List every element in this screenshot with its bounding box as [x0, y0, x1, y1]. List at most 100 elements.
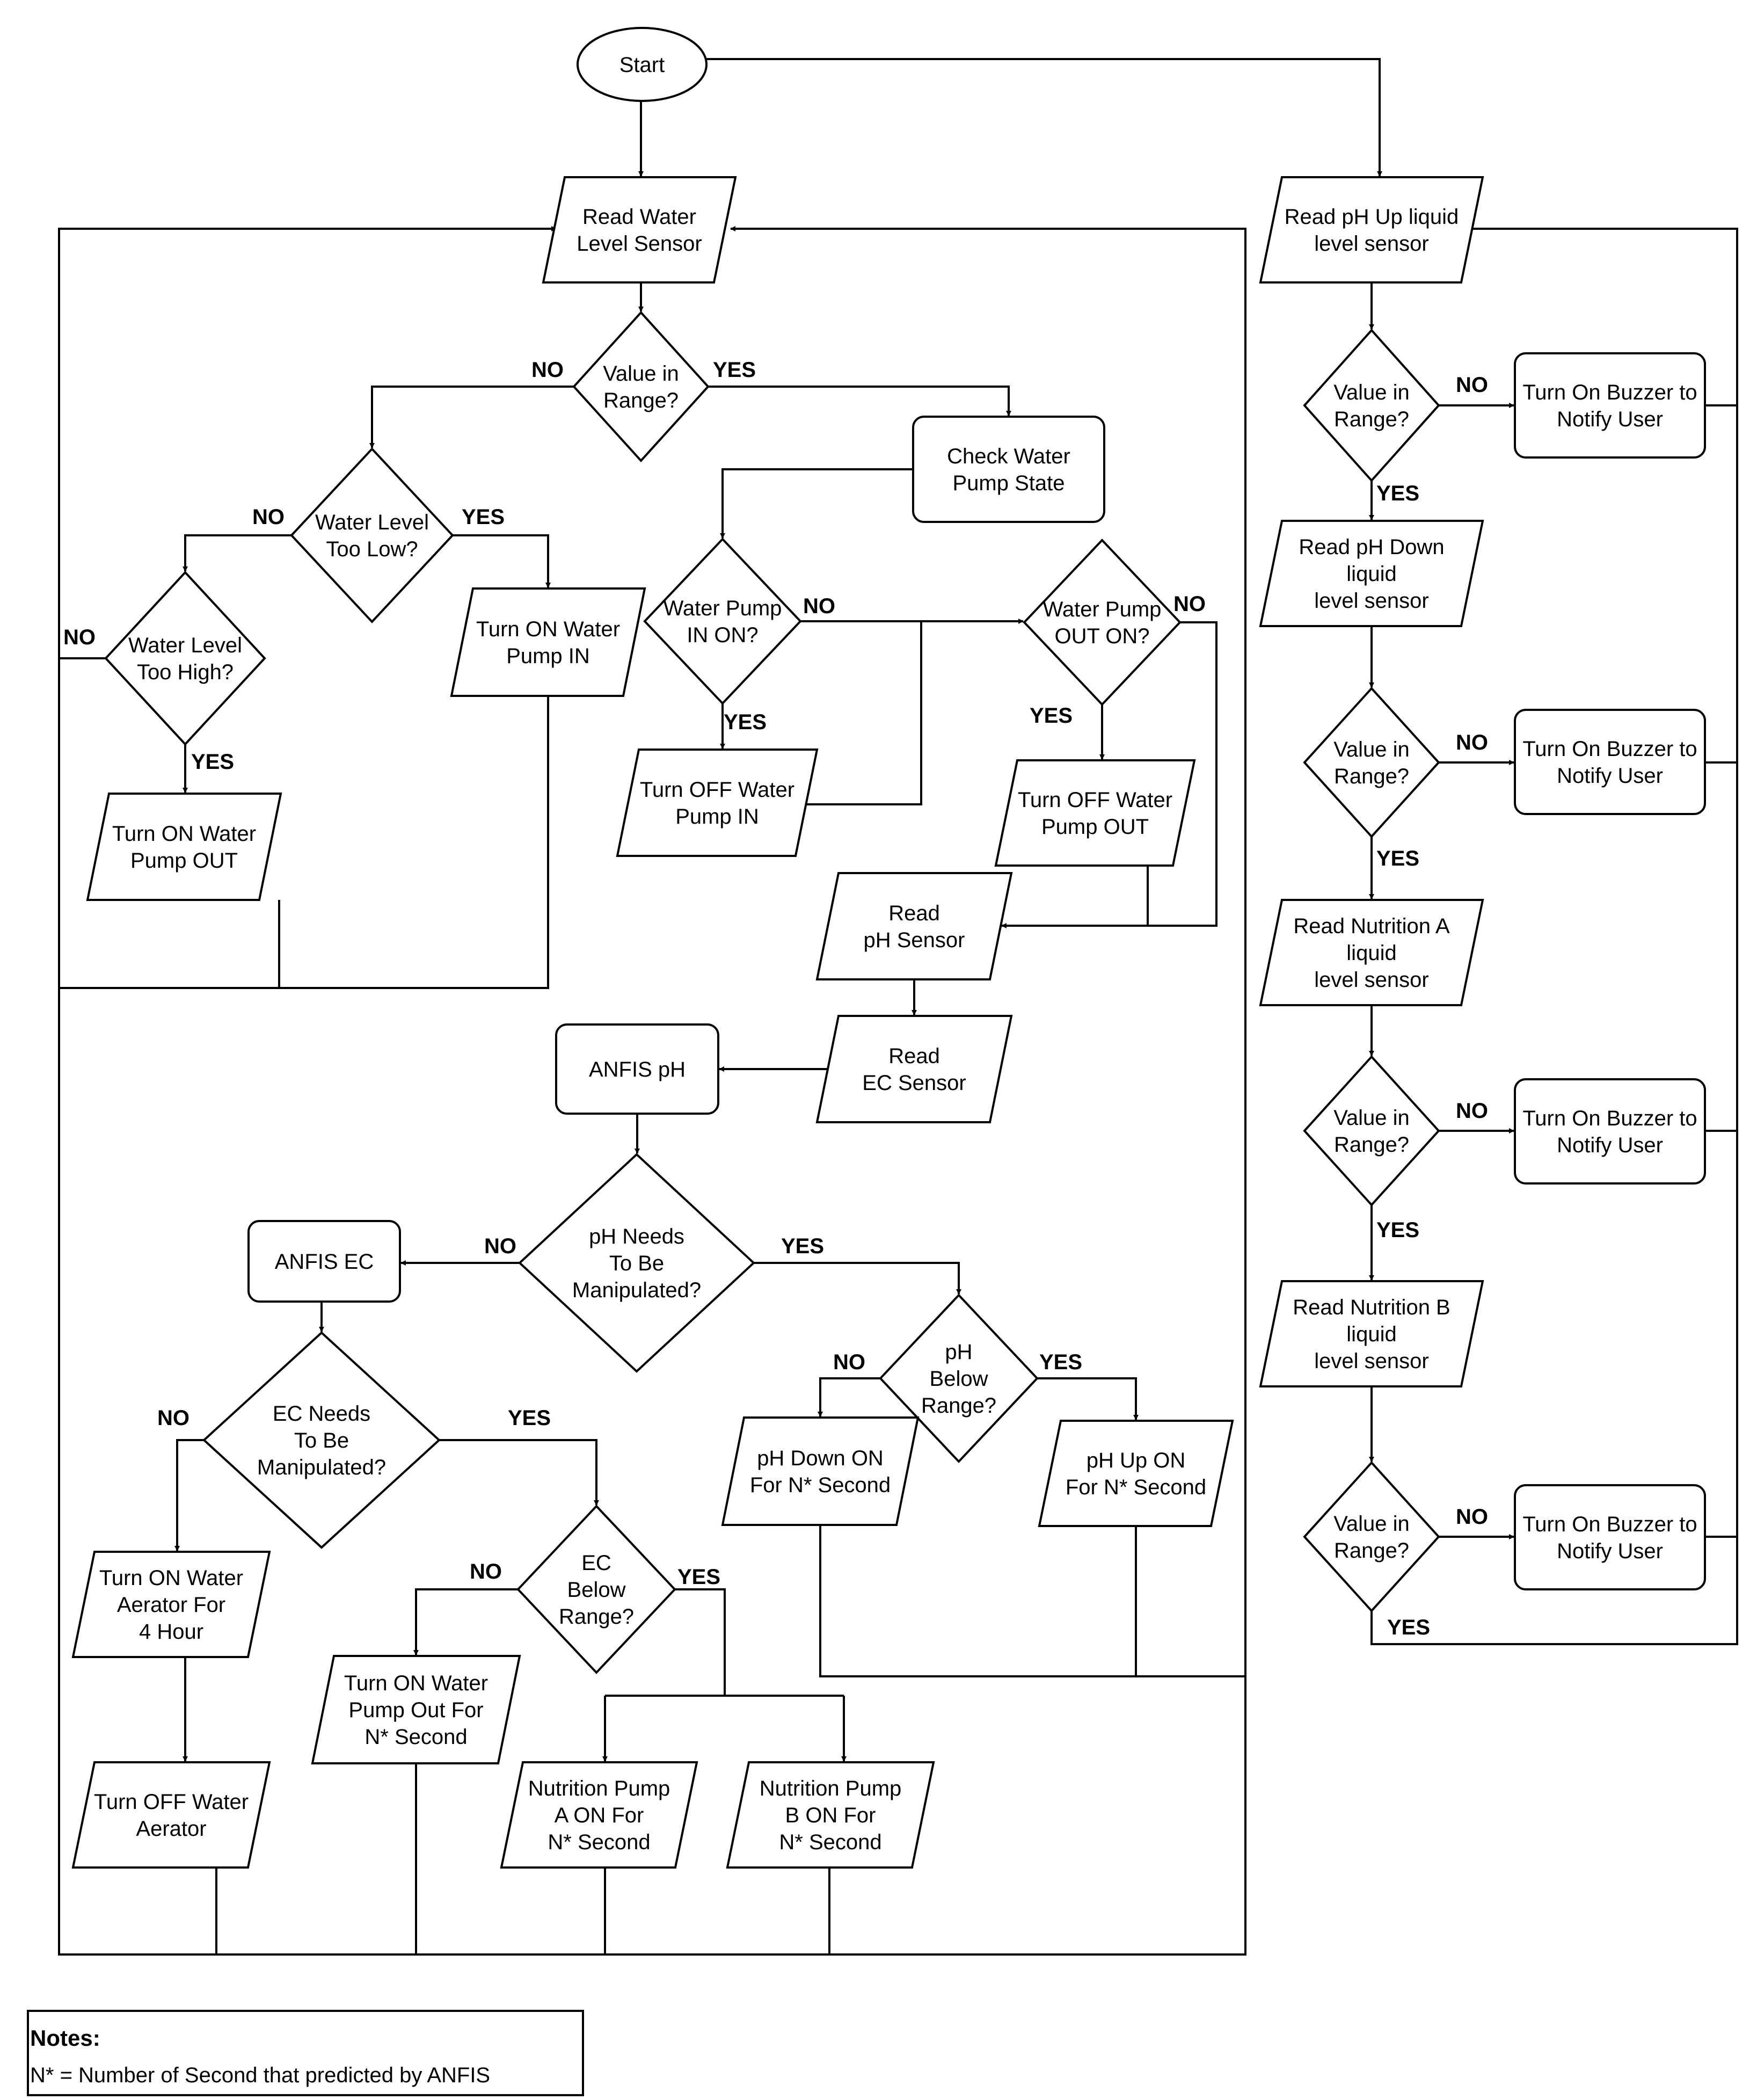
turn-off-pump-in-label-line: Pump IN	[675, 805, 759, 829]
water-level-too-high-label-line: Water Level	[128, 634, 242, 657]
turn-on-pump-out-label-line: Pump OUT	[130, 849, 238, 873]
ph-below-range-label-line: Range?	[921, 1394, 996, 1418]
yes-edge-label: YES	[724, 710, 767, 734]
read-ph-down-level-label-line: level sensor	[1314, 589, 1428, 613]
bz1-label-line: Turn On Buzzer to	[1522, 381, 1697, 404]
anfis-ph-label-line: ANFIS pH	[589, 1058, 686, 1081]
bz4-label-line: Notify User	[1557, 1539, 1663, 1563]
ph-up-on-label-line: For N* Second	[1066, 1476, 1206, 1499]
bz1-node: Turn On Buzzer to Notify User	[1514, 352, 1706, 459]
ec-needs-manip-label-line: Manipulated?	[257, 1456, 386, 1479]
notes-frame	[27, 2010, 584, 2096]
ec-below-range-label-line: EC	[581, 1551, 611, 1575]
read-nutrition-b-level-label-line: level sensor	[1314, 1349, 1428, 1373]
start-node: Start	[577, 27, 708, 102]
no-edge-label: NO	[252, 505, 285, 529]
ph-below-range-label-line: pH	[945, 1340, 972, 1364]
turn-on-pump-out-label-line: Turn ON Water	[112, 822, 256, 846]
connector-line	[439, 1439, 599, 1506]
value-in-range-1-label-line: Range?	[603, 389, 679, 412]
connector-line	[720, 468, 913, 539]
connector-line	[675, 1588, 726, 1696]
ec-below-range-label-line: Range?	[559, 1605, 634, 1629]
no-edge-label: NO	[63, 626, 96, 649]
pump-out-n-label-line: Turn ON Water	[344, 1672, 488, 1695]
nutrition-a-on-label-line: Nutrition Pump	[528, 1777, 670, 1800]
aerator-on-label-line: Turn ON Water	[99, 1566, 243, 1590]
rv4-label-line: Range?	[1334, 1539, 1409, 1563]
read-ph-up-level-label-line: Read pH Up liquid	[1285, 205, 1459, 229]
pump-out-n-label-line: Pump Out For	[348, 1698, 483, 1722]
ph-below-range-label-line: Below	[930, 1367, 988, 1391]
edge-left-loop	[58, 226, 557, 988]
rv3-label-line: Value in	[1333, 1106, 1410, 1130]
ec-needs-manip-label-line: EC Needs	[273, 1402, 370, 1426]
bz3-label-line: Notify User	[1557, 1133, 1663, 1157]
bz2-label-line: Notify User	[1557, 764, 1663, 788]
notes-title: Notes:	[30, 2025, 100, 2051]
connector-line	[369, 386, 574, 448]
notes-box: Notes: N* = Number of Second that predic…	[27, 2010, 584, 2096]
rv3-node: Value in Range?	[1303, 1055, 1440, 1207]
connector-line	[413, 1588, 518, 1655]
water-level-too-low-label-line: Water Level	[315, 511, 429, 534]
connector-line	[1037, 1377, 1139, 1420]
ph-up-on-label-line: pH Up ON	[1087, 1449, 1186, 1472]
water-level-too-low-label-line: Too Low?	[326, 537, 418, 561]
connectors	[58, 58, 1738, 1956]
no-edge-label: NO	[157, 1406, 189, 1430]
read-water-level-label-line: Read Water	[582, 205, 696, 229]
bz1-label-line: Notify User	[1557, 408, 1663, 431]
yes-edge-label: YES	[1376, 847, 1419, 870]
check-pump-state-label-line: Check Water	[947, 445, 1070, 468]
nutrition-b-on-label-line: N* Second	[779, 1830, 881, 1854]
nutrition-a-on-label-line: N* Second	[548, 1830, 650, 1854]
rv1-label-line: Range?	[1334, 408, 1409, 431]
no-edge-label: NO	[1456, 373, 1488, 397]
read-ph-label-line: Read	[888, 902, 940, 925]
no-edge-label: NO	[531, 358, 564, 382]
connector-line	[818, 1377, 880, 1417]
no-edge-label: NO	[484, 1234, 516, 1258]
yes-edge-label: YES	[1039, 1350, 1082, 1374]
connector-line	[59, 696, 549, 989]
connector-line	[453, 534, 551, 588]
anfis-ec-label-line: ANFIS EC	[275, 1250, 374, 1274]
no-edge-label: NO	[1456, 731, 1488, 754]
aerator-off-label-line: Aerator	[136, 1817, 206, 1841]
read-nutrition-a-level-label-line: Read Nutrition A	[1293, 914, 1450, 938]
yes-edge-label: YES	[191, 750, 234, 774]
read-ec-label-line: EC Sensor	[862, 1071, 966, 1095]
read-nutrition-b-level-label-line: liquid	[1346, 1323, 1396, 1346]
ph-down-on-label-line: For N* Second	[750, 1473, 891, 1497]
no-edge-label: NO	[803, 594, 835, 618]
read-ph-up-level-label-line: level sensor	[1314, 232, 1428, 256]
pump-out-on-label-line: Water Pump	[1043, 598, 1162, 621]
turn-on-pump-in-label-line: Turn ON Water	[476, 617, 620, 641]
rv3-label-line: Range?	[1334, 1133, 1409, 1157]
